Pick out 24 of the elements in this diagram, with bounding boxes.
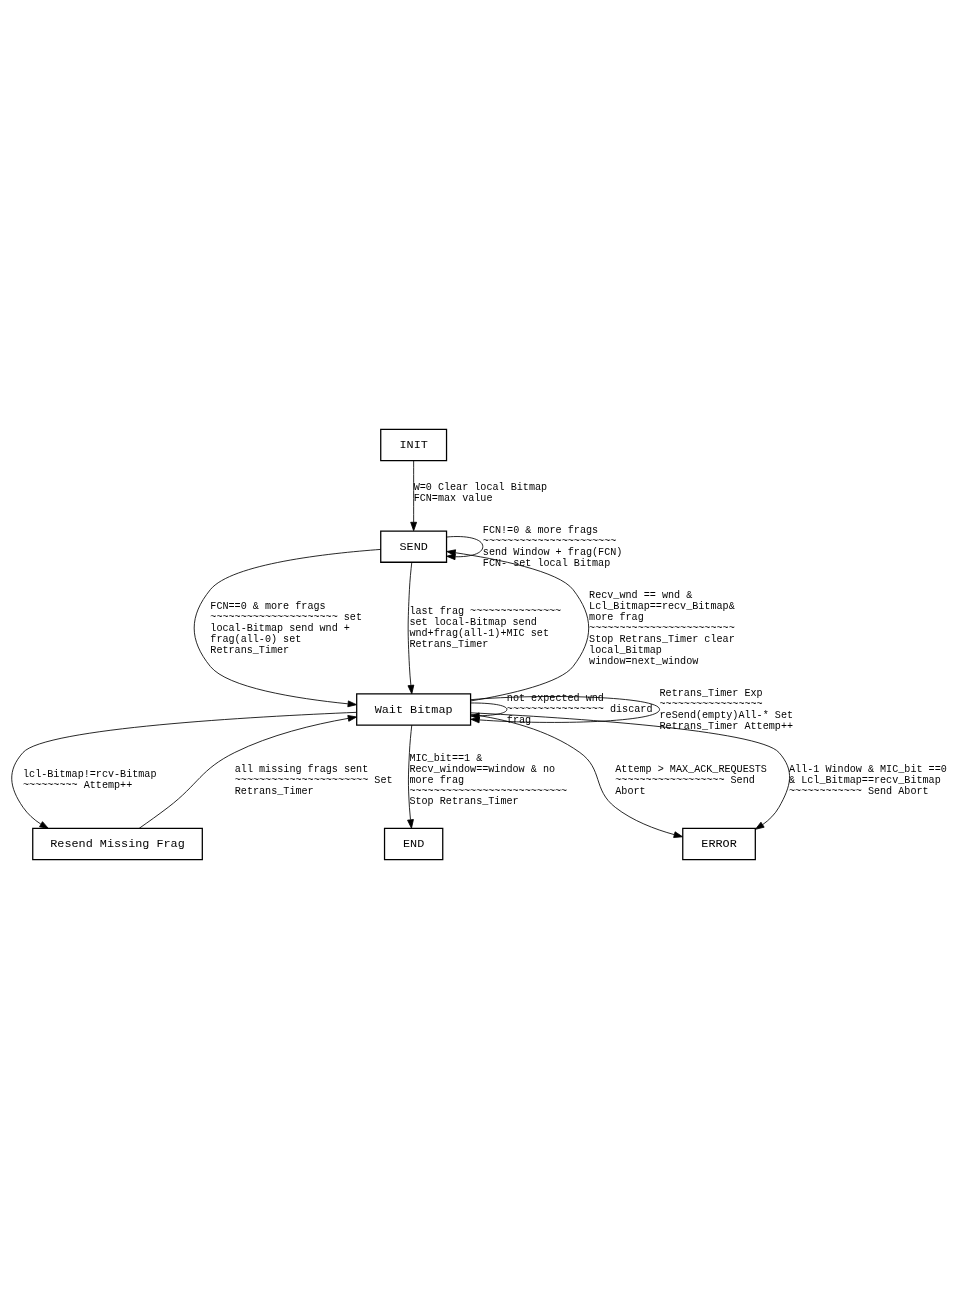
edge-label: last frag ~~~~~~~~~~~~~~~ set local-Bitmap send wnd+frag(all-1)+MIC set Retrans_Timer [409, 606, 562, 651]
node-box: END [383, 827, 444, 861]
node-box: Resend Missing Frag [32, 827, 203, 861]
arrow [11, 711, 357, 829]
node-box: Wait Bitmap [356, 693, 472, 726]
edge-label: Retrans_Timer Exp ~~~~~~~~~~~~~~~~~ reSend(empty)All-* Set Retrans_Timer Attemp++ [659, 687, 794, 732]
node-box: SEND [380, 530, 448, 563]
arrow [446, 549, 590, 702]
arrow [138, 715, 357, 829]
edge-label: FCN==0 & more frags ~~~~~~~~~~~~~~~~~~~~~ set local-Bitmap send wnd + frag(all-0) set Retrans_Timer [210, 600, 362, 656]
edge-label: Attemp > MAX_ACK_REQUESTS ~~~~~~~~~~~~~~~~~~ Send Abort [615, 763, 767, 797]
edge-label: Recv_wnd == wnd & Lcl_Bitmap==recv_Bitmap& more frag ~~~~~~~~~~~~~~~~~~~~~~~~ Stop Retrans_Timer clear local_Bitmap window=next_window [589, 589, 735, 667]
arrow [446, 536, 484, 561]
edge-label: all missing frags sent ~~~~~~~~~~~~~~~~~~~~~~ Set Retrans_Timer [234, 763, 393, 797]
edge-label: MIC_bit==1 & Recv_window==window & no more frag ~~~~~~~~~~~~~~~~~~~~~~~~~~ Stop Retrans_Timer [409, 752, 568, 808]
edge-label: lcl-Bitmap!=rcv-Bitmap ~~~~~~~~~ Attemp++ [23, 769, 157, 791]
edge-label: All-1 Window & MIC_bit ==0 & Lcl_Bitmap==recv_Bitmap ~~~~~~~~~~~~ Send Abort [789, 763, 947, 797]
arrow [193, 549, 382, 708]
arrow [407, 561, 415, 695]
edge-label: FCN!=0 & more frags ~~~~~~~~~~~~~~~~~~~~~~ send Window + frag(FCN) FCN- set local Bitmap [482, 524, 623, 569]
node-box: INIT [380, 428, 448, 462]
arrow [410, 460, 417, 532]
arrow [407, 724, 414, 829]
node-box: ERROR [682, 827, 756, 861]
